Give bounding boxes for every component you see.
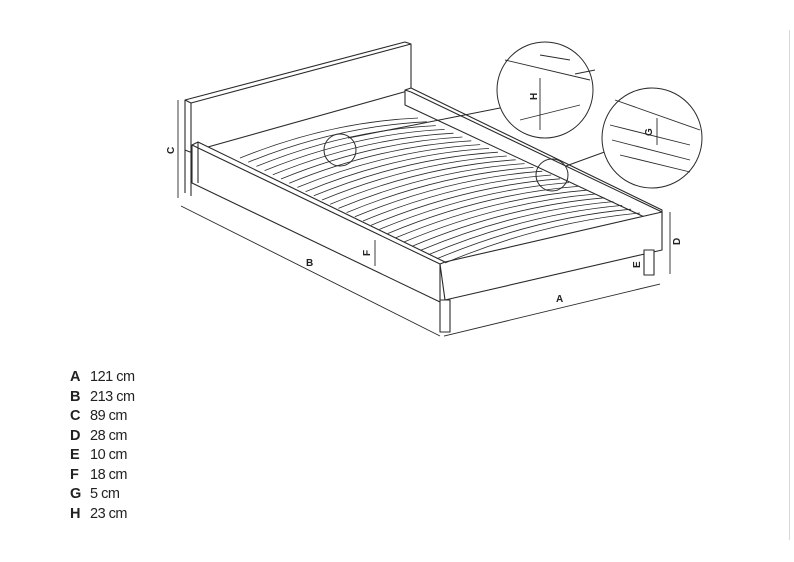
dimension-value: 89 cm [90,408,128,424]
dimension-row: G 5 cm [70,485,135,505]
dimension-list: A 121 cm B 213 cm C 89 cm D 28 cm E 10 cm F 18… [70,368,135,524]
slat [264,129,445,171]
bed-frame [184,41,663,333]
slat [387,186,578,234]
slat [272,132,454,176]
dimension-value: 18 cm [90,466,128,483]
dimension-row: C 89 cm [70,407,135,427]
label-c: C [166,147,177,154]
label-e: E [632,261,643,268]
leg-front-left [439,299,451,333]
slat [330,159,516,205]
dim-line-b [180,205,441,337]
slat [280,136,463,180]
slat [321,155,507,201]
label-b: B [306,258,313,269]
dimension-letter: B [70,388,81,405]
detail-circle-h [496,41,594,139]
dimension-row: B 213 cm [70,388,135,408]
slat [239,117,419,159]
dimension-row: F 18 cm [70,466,135,486]
slat [395,189,587,239]
detail-circles [323,41,703,192]
detail-marker-right [535,158,569,192]
label-a: A [556,294,563,305]
dimension-value: 121 cm [90,369,135,385]
detail-circle-g [601,87,703,189]
slat [379,182,569,230]
dimension-letter: H [70,505,81,522]
headboard-front [184,41,412,153]
label-f: F [362,250,373,256]
leg-front-right [643,249,655,276]
dimension-value: 213 cm [90,388,135,405]
slat [403,193,596,243]
detail-marker-left [323,133,357,167]
dimension-letter: C [70,408,81,424]
detail-circle-content [504,54,701,173]
dimension-letter: F [70,466,79,483]
dimension-row: D 28 cm [70,427,135,447]
slat [428,205,623,255]
slat [412,197,605,247]
slat [436,208,632,260]
dimension-letter: D [70,427,81,444]
dimension-value: 23 cm [90,505,128,522]
slat [289,140,472,184]
slat [338,163,525,209]
slat [313,151,498,197]
dimension-letter: E [70,447,80,463]
dimension-row: A 121 cm [70,368,135,388]
dimension-value: 5 cm [90,486,120,502]
slat [346,167,534,213]
slat [371,178,561,226]
dimension-letter: G [70,486,82,502]
slat [444,212,641,264]
dimension-value: 28 cm [90,427,128,444]
dimension-row: H 23 cm [70,505,135,525]
dim-line-a [443,283,661,337]
slat [305,148,490,192]
footboard-rail [439,211,663,301]
dimension-letter: A [70,369,81,385]
slat [362,174,552,222]
slat [354,170,543,218]
dimension-lines [177,100,671,337]
label-h: H [529,93,540,100]
slat [297,144,481,188]
divider [789,30,790,540]
label-d: D [672,238,683,245]
slat [256,125,436,167]
dimension-value: 10 cm [90,447,128,463]
label-g: G [644,128,655,136]
dimension-row: E 10 cm [70,446,135,466]
slat [420,201,614,251]
